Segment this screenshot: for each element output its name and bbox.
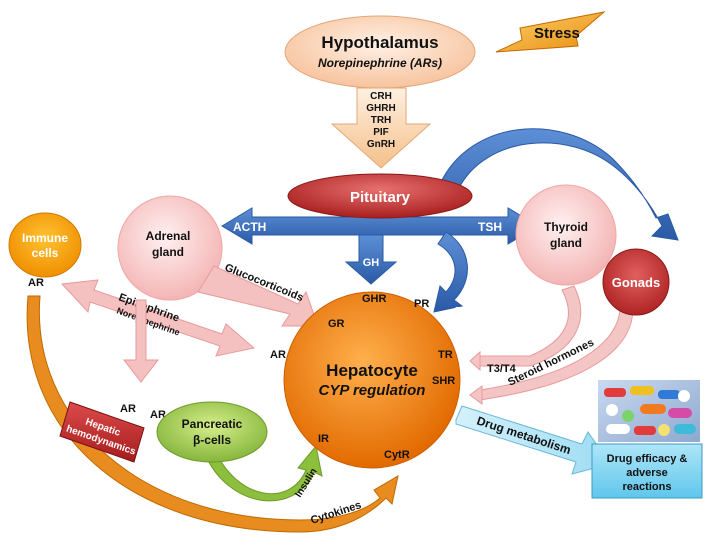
- hypothalamus-subtitle: Norepinephrine (ARs): [318, 56, 442, 70]
- adrenal-line1: Adrenal: [146, 229, 191, 243]
- drug-efficacy-line2: adverse: [626, 467, 668, 479]
- gh-label: GH: [363, 257, 380, 269]
- drug-metabolism-label: Drug metabolism: [475, 414, 573, 458]
- cytokines-arrow: [26, 295, 399, 533]
- pancreatic-ar-label: AR: [150, 409, 166, 421]
- gonads-label: Gonads: [612, 275, 660, 290]
- hypothalamic-hormones-arrow: CRH GHRH TRH PIF GnRH: [330, 87, 432, 169]
- ir-label: IR: [318, 433, 329, 445]
- pancreatic-beta-cells-node: Pancreatic β-cells: [156, 401, 268, 463]
- thyroid-node: Thyroid gland: [515, 184, 617, 286]
- ghr-label: GHR: [362, 293, 387, 305]
- epinephrine-down-arrow: [122, 299, 160, 383]
- pills-image: [598, 380, 700, 442]
- pr-label: PR: [414, 298, 429, 310]
- hormone-crh: CRH: [370, 91, 392, 102]
- immune-ar-label: AR: [28, 277, 44, 289]
- hormone-ghrh: GHRH: [366, 103, 395, 114]
- gr-label: GR: [328, 318, 345, 330]
- t3t4-label: T3/T4: [487, 363, 517, 375]
- insulin-arrow: [203, 444, 323, 502]
- epinephrine-arrow: [60, 279, 256, 357]
- gonads-node: Gonads: [602, 248, 670, 316]
- hormone-pif: PIF: [373, 127, 389, 138]
- pituitary-label: Pituitary: [350, 189, 411, 206]
- hypothalamus-title: Hypothalamus: [321, 33, 438, 52]
- acth-label: ACTH: [233, 220, 266, 234]
- hormone-trh: TRH: [371, 115, 392, 126]
- stress-label: Stress: [534, 25, 580, 42]
- hepatocyte-title: Hepatocyte: [326, 361, 418, 380]
- shr-label: SHR: [432, 375, 455, 387]
- adrenal-gland-node: Adrenal gland: [117, 195, 223, 301]
- immune-line1: Immune: [22, 231, 68, 245]
- hepatocyte-node: Hepatocyte CYP regulation: [283, 291, 461, 469]
- thyroid-line1: Thyroid: [544, 220, 588, 234]
- hepatic-ar-label: AR: [120, 403, 136, 415]
- adrenal-line2: gland: [152, 245, 184, 259]
- prl-arrow: [433, 231, 468, 313]
- cytr-label: CytR: [384, 449, 410, 461]
- thyroid-line2: gland: [550, 236, 582, 250]
- prl-label: PRL: [455, 306, 475, 317]
- immune-cells-node: Immune cells: [8, 212, 82, 278]
- hormone-gnrh: GnRH: [367, 139, 395, 150]
- tr-label: TR: [438, 349, 453, 361]
- glucocorticoids-arrow: [197, 265, 319, 327]
- hypothalamus-node: Hypothalamus Norepinephrine (ARs): [284, 15, 476, 89]
- hepatocyte-subtitle: CYP regulation: [319, 382, 426, 399]
- drug-efficacy-box: Drug efficacy & adverse reactions: [591, 443, 703, 499]
- pituitary-node: Pituitary: [287, 173, 473, 219]
- pancreatic-line2: β-cells: [193, 433, 231, 447]
- gh-arrow: [344, 234, 398, 285]
- lh-fsh-arrow: [439, 128, 679, 241]
- stress-bolt: Stress: [495, 11, 606, 53]
- tsh-label: TSH: [478, 220, 502, 234]
- pancreatic-line1: Pancreatic: [182, 417, 243, 431]
- lh-label: LH: [650, 247, 663, 258]
- immune-line2: cells: [32, 246, 59, 260]
- hepatocyte-ar-label: AR: [270, 349, 286, 361]
- drug-efficacy-line3: reactions: [623, 481, 672, 493]
- drug-efficacy-line1: Drug efficacy &: [607, 453, 688, 465]
